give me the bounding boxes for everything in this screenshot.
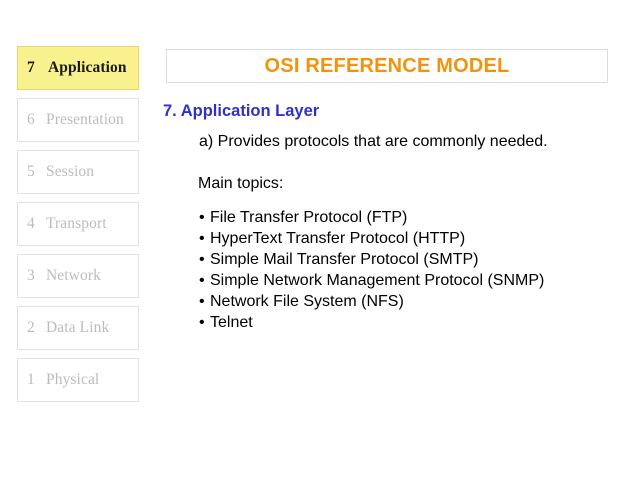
osi-layer-name: Session (46, 163, 95, 180)
osi-layer-network[interactable]: 3 Network (17, 254, 139, 298)
list-item: • Simple Network Management Protocol (SN… (199, 270, 623, 291)
osi-layer-session[interactable]: 5 Session (17, 150, 139, 194)
main-topics-label: Main topics: (198, 175, 284, 192)
osi-layer-physical[interactable]: 1 Physical (17, 358, 139, 402)
list-item: • Telnet (199, 312, 623, 333)
bullet-icon: • (199, 209, 205, 226)
slide-content: 7. Application Layer a) Provides protoco… (163, 101, 623, 333)
list-item: • File Transfer Protocol (FTP) (199, 207, 623, 228)
bullet-icon: • (199, 230, 205, 247)
bullet-icon: • (199, 272, 205, 289)
osi-layer-name: Transport (46, 215, 107, 232)
list-item-label: Simple Network Management Protocol (SNMP… (210, 272, 545, 289)
osi-layer-stack: 7 Application 6 Presentation 5 Session 4… (17, 46, 139, 410)
osi-layer-name: Network (46, 267, 101, 284)
osi-layer-number: 7 (27, 59, 35, 76)
list-item-label: Telnet (210, 314, 253, 331)
bullet-icon: • (199, 293, 205, 310)
osi-layer-data-link[interactable]: 2 Data Link (17, 306, 139, 350)
sub-point-a: a) Provides protocols that are commonly … (199, 133, 548, 150)
osi-layer-number: 1 (27, 371, 35, 388)
osi-layer-name: Application (48, 59, 127, 76)
osi-layer-number: 4 (27, 215, 35, 232)
section-heading: 7. Application Layer (163, 102, 320, 120)
osi-layer-number: 5 (27, 163, 35, 180)
list-item: • HyperText Transfer Protocol (HTTP) (199, 228, 623, 249)
slide-title-banner: OSI REFERENCE MODEL (166, 49, 608, 83)
osi-layer-name: Physical (46, 371, 100, 388)
bullet-icon: • (199, 314, 205, 331)
list-item: • Network File System (NFS) (199, 291, 623, 312)
list-item-label: Simple Mail Transfer Protocol (SMTP) (210, 251, 479, 268)
bullet-icon: • (199, 251, 205, 268)
osi-layer-name: Presentation (46, 111, 124, 128)
list-item-label: File Transfer Protocol (FTP) (210, 209, 408, 226)
list-item-label: Network File System (NFS) (210, 293, 404, 310)
osi-layer-name: Data Link (46, 319, 110, 336)
osi-layer-transport[interactable]: 4 Transport (17, 202, 139, 246)
list-item: • Simple Mail Transfer Protocol (SMTP) (199, 249, 623, 270)
osi-layer-number: 3 (27, 267, 35, 284)
osi-layer-application[interactable]: 7 Application (17, 46, 139, 90)
osi-layer-number: 2 (27, 319, 35, 336)
osi-layer-presentation[interactable]: 6 Presentation (17, 98, 139, 142)
protocol-bullet-list: • File Transfer Protocol (FTP) • HyperTe… (163, 207, 623, 333)
list-item-label: HyperText Transfer Protocol (HTTP) (210, 230, 466, 247)
osi-layer-number: 6 (27, 111, 35, 128)
page-title: OSI REFERENCE MODEL (264, 54, 510, 77)
